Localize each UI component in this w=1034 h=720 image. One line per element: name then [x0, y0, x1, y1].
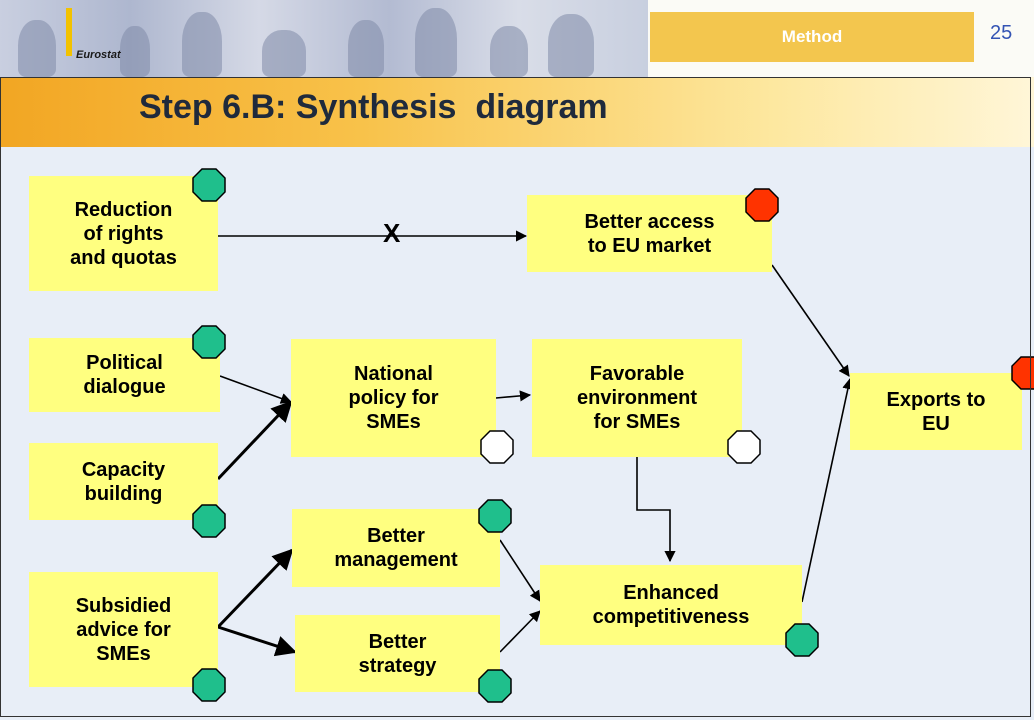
- title-band: [0, 77, 1034, 147]
- node-better-access-eu-market: Better access to EU market: [527, 195, 772, 272]
- node-subsidied-advice-smes: Subsidied advice for SMEs: [29, 572, 218, 687]
- edge-capacity-to-policy: [216, 400, 293, 481]
- status-indicator-reduction: [192, 168, 226, 202]
- edge-policy-to-environment: [495, 390, 532, 402]
- edge-political-to-policy: [219, 375, 293, 404]
- edge-access-to-exports: [771, 264, 850, 377]
- status-indicator-political: [192, 325, 226, 359]
- node-enhanced-competitiveness: Enhanced competitiveness: [540, 565, 802, 645]
- logo-accent-bar: [66, 8, 72, 56]
- node-capacity-building: Capacity building: [29, 443, 218, 520]
- status-indicator-management: [478, 499, 512, 533]
- node-exports-to-eu: Exports to EU: [850, 373, 1022, 450]
- node-better-management: Better management: [292, 509, 500, 587]
- node-favorable-environment-smes: Favorable environment for SMEs: [532, 339, 742, 457]
- node-national-policy-smes: National policy for SMEs: [291, 339, 496, 457]
- status-indicator-exports: [1011, 356, 1034, 390]
- page-title: Step 6.B: Synthesis diagram: [139, 88, 608, 126]
- section-label: Method: [650, 12, 974, 62]
- header-photo-banner: [0, 0, 648, 77]
- edge-advice-to-management: [216, 548, 294, 629]
- edge-strategy-to-competitiveness: [499, 610, 541, 653]
- node-political-dialogue: Political dialogue: [29, 338, 220, 412]
- status-indicator-competitiveness: [785, 623, 819, 657]
- edge-management-to-competitiveness: [499, 539, 541, 602]
- node-reduction-rights-quotas: Reduction of rights and quotas: [29, 176, 218, 291]
- status-indicator-policy: [480, 430, 514, 464]
- status-indicator-capacity: [192, 504, 226, 538]
- node-better-strategy: Better strategy: [295, 615, 500, 692]
- status-indicator-strategy: [478, 669, 512, 703]
- page-number: 25: [990, 22, 1013, 44]
- logo: Eurostat: [76, 49, 121, 61]
- edge-competitiveness-to-exports: [801, 377, 854, 603]
- edge-environment-to-competitiveness: [636, 457, 676, 563]
- status-indicator-environment: [727, 430, 761, 464]
- status-indicator-access: [745, 188, 779, 222]
- status-indicator-advice: [192, 668, 226, 702]
- blocked-link-marker: X: [383, 218, 401, 248]
- edge-advice-to-strategy: [217, 625, 297, 657]
